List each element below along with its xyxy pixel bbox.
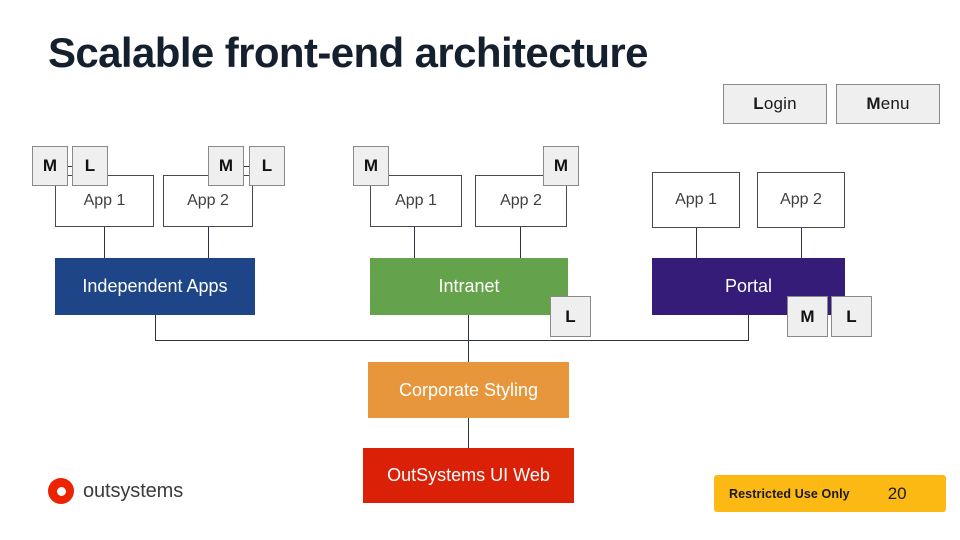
outsystems-logo-text: outsystems <box>83 479 184 502</box>
app-box-label: App 1 <box>395 192 437 209</box>
badge-module-portal[interactable]: M <box>787 296 828 337</box>
badge-library-independent-app2[interactable]: L <box>249 146 285 186</box>
platform-bar-label: Independent Apps <box>82 276 228 296</box>
restricted-use-label: Restricted Use Only <box>729 486 850 501</box>
badge-library-intranet[interactable]: L <box>550 296 591 337</box>
connector-intranet-app1 <box>414 227 415 259</box>
shared-layer-label: Corporate Styling <box>398 379 539 400</box>
badge-label: M <box>800 306 815 326</box>
badge-label: M <box>42 156 58 175</box>
badge-module-intranet-app2[interactable]: M <box>543 146 579 186</box>
connector-independent-app2 <box>208 227 209 259</box>
badge-connector <box>243 166 250 167</box>
login-button-initial: L <box>753 94 764 113</box>
connector-bus-to-corporate-styling <box>468 340 469 362</box>
connector-independent-app1 <box>104 227 105 259</box>
badge-module-independent-app2[interactable]: M <box>208 146 244 186</box>
badge-label: L <box>261 156 273 175</box>
logo-inner-dot <box>56 486 66 496</box>
bus-line <box>155 340 749 341</box>
shared-layer-corporate-styling[interactable]: Corporate Styling <box>368 362 569 418</box>
connector-portal-to-bus <box>748 315 749 340</box>
app-box-intranet-app2[interactable]: App 2 <box>475 175 567 227</box>
menu-button-rest: enu <box>880 94 910 113</box>
login-button-rest: ogin <box>763 94 797 113</box>
connector-intranet-to-bus <box>468 315 469 340</box>
connector-intranet-app2 <box>520 227 521 259</box>
badge-library-portal[interactable]: L <box>831 296 872 337</box>
page-number: 20 <box>887 483 907 503</box>
badge-label: L <box>84 156 96 175</box>
app-box-label: App 2 <box>500 192 542 209</box>
badge-label: L <box>565 306 576 326</box>
platform-bar-intranet[interactable]: Intranet <box>370 258 568 315</box>
platform-bar-independent-apps[interactable]: Independent Apps <box>55 258 255 315</box>
badge-library-independent-app1[interactable]: L <box>72 146 108 186</box>
page-title: Scalable front-end architecture <box>48 29 649 76</box>
app-box-portal-app1[interactable]: App 1 <box>652 172 740 228</box>
badge-connector <box>66 166 74 167</box>
shared-layer-label: OutSystems UI Web <box>387 465 550 485</box>
badge-label: M <box>363 156 379 175</box>
app-box-label: App 1 <box>675 191 717 208</box>
connector-styling-to-uiweb <box>468 418 469 448</box>
app-box-label: App 1 <box>83 192 126 209</box>
restricted-use-bar: Restricted Use Only 20 <box>714 475 946 512</box>
outsystems-logo-icon <box>48 478 74 504</box>
app-box-label: App 2 <box>780 191 822 208</box>
app-box-label: App 2 <box>187 192 229 209</box>
badge-label: L <box>846 306 857 326</box>
platform-bar-label: Portal <box>724 276 773 296</box>
menu-button-initial: M <box>866 94 881 113</box>
connector-portal-app2 <box>801 228 802 259</box>
connector-portal-app1 <box>696 228 697 259</box>
platform-bar-label: Intranet <box>438 276 500 296</box>
badge-module-independent-app1[interactable]: M <box>32 146 68 186</box>
badge-label: M <box>218 156 234 175</box>
outsystems-logo: outsystems <box>48 478 183 504</box>
badge-module-intranet-app1[interactable]: M <box>353 146 389 186</box>
badge-label: M <box>553 156 569 175</box>
app-box-portal-app2[interactable]: App 2 <box>757 172 845 228</box>
shared-layer-outsystems-ui-web[interactable]: OutSystems UI Web <box>363 448 574 503</box>
connector-independent-to-bus <box>155 315 156 340</box>
